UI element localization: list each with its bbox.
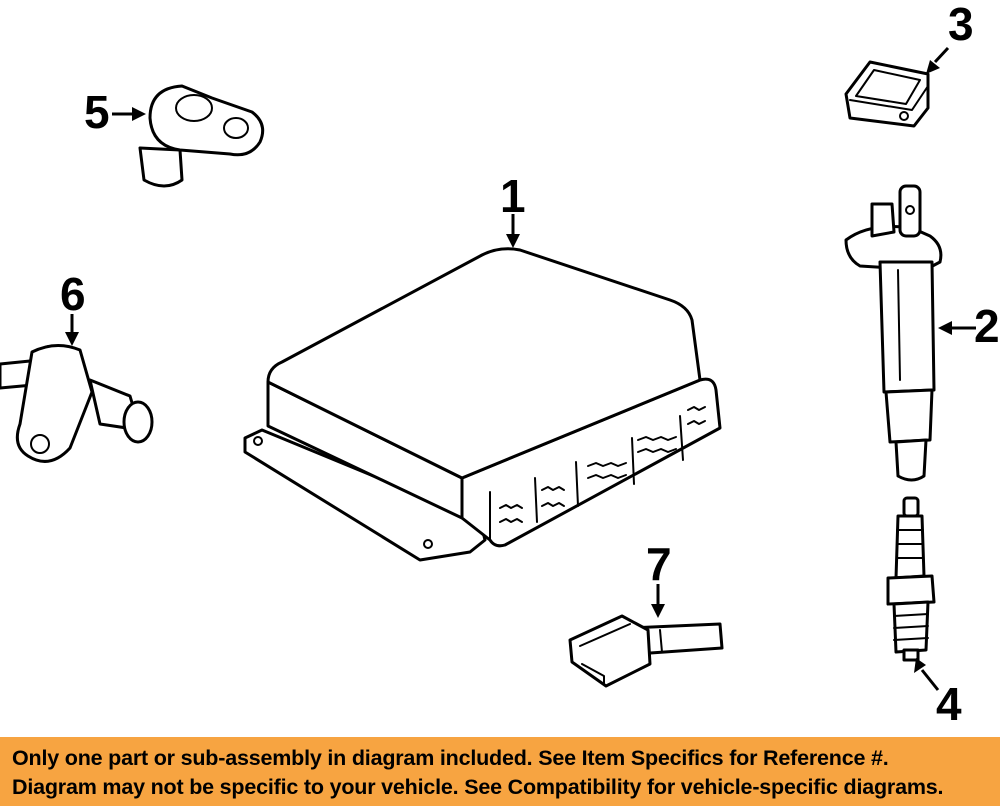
callout-1: 1 [500,170,526,222]
callout-4-arrow [914,658,926,673]
crankshaft-sensor-icon [0,344,154,463]
disclaimer-line-2: Diagram may not be specific to your vehi… [12,775,944,799]
callout-3: 3 [948,0,974,50]
camshaft-sensor-icon [138,84,265,188]
callout-3-arrow [926,60,940,74]
callout-5-arrow [132,107,146,121]
disclaimer-banner: Only one part or sub-assembly in diagram… [0,737,1000,806]
parts-diagram: 1 2 3 4 5 6 7 [0,0,1000,730]
callout-1-arrow [506,234,520,248]
disclaimer-line-1: Only one part or sub-assembly in diagram… [12,746,889,770]
callout-5: 5 [84,86,110,138]
connector-icon [568,614,724,688]
callout-4-leader [920,669,940,691]
callout-4: 4 [936,678,962,730]
callout-7-arrow [651,604,665,618]
spark-plug-icon [886,496,936,662]
engine-control-module-icon [243,247,722,562]
callout-2-arrow [938,321,952,335]
callout-2: 2 [974,300,1000,352]
callout-3-leader [933,46,950,64]
ignition-coil-icon [844,184,943,482]
callout-7: 7 [646,538,672,590]
bracket-icon [844,60,930,128]
callout-6-arrow [65,332,79,346]
callout-6: 6 [60,268,86,320]
